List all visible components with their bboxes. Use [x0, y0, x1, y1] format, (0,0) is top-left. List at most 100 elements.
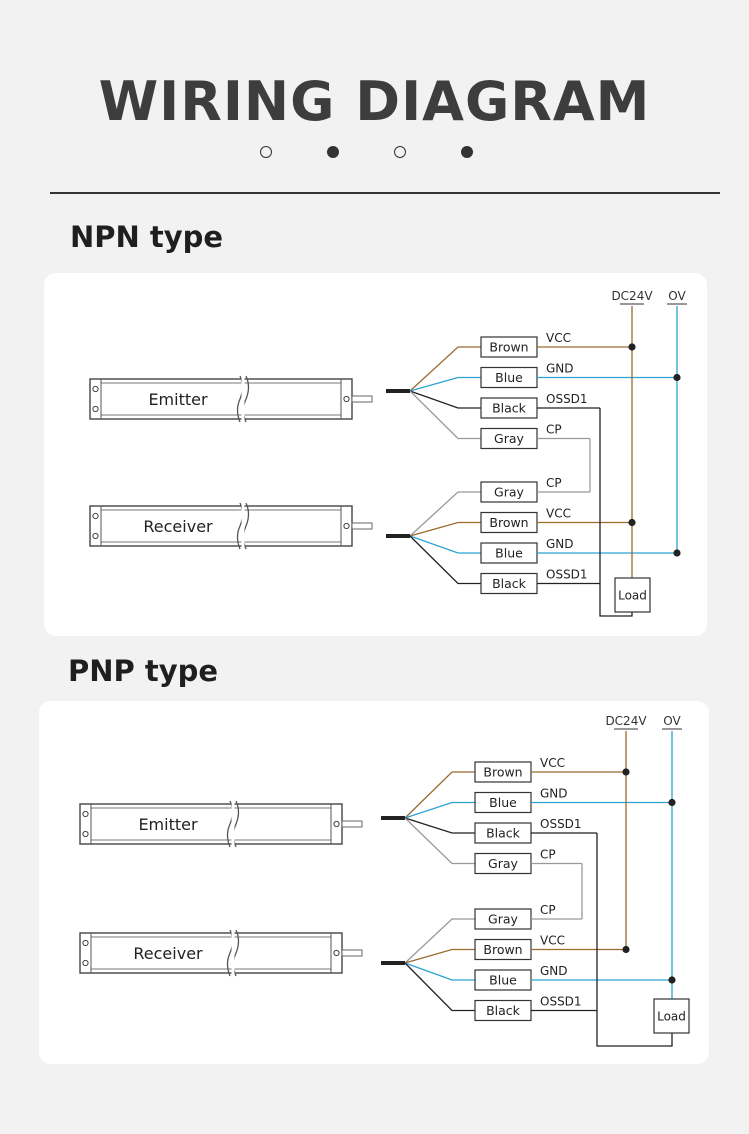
screw-icon — [92, 512, 99, 520]
junction-dot — [628, 343, 636, 351]
screw-icon — [92, 385, 99, 393]
dc24v-label: DC24V — [605, 714, 647, 728]
dot-icon — [260, 146, 272, 158]
receiver-bar-connector — [341, 949, 363, 957]
receiver-signal-label: OSSD1 — [546, 568, 588, 582]
junction-dot — [673, 373, 681, 382]
emitter-gray-wire — [404, 817, 475, 865]
emitter-wire-color-label: Blue — [495, 370, 523, 385]
emitter-wire-color-label: Gray — [494, 431, 524, 446]
junction-dot — [628, 518, 636, 527]
emitter-brown-wire — [404, 771, 475, 819]
emitter-wire-color-label: Black — [492, 401, 527, 416]
emitter-signal-label: GND — [546, 362, 574, 376]
emitter-signal-label: CP — [540, 848, 556, 862]
receiver-bar-label: Receiver — [143, 517, 213, 536]
receiver-wire-color-label: Blue — [495, 546, 523, 561]
receiver-blue-wire — [404, 962, 475, 981]
load-label: Load — [618, 589, 647, 603]
emitter-blue-wire — [404, 801, 475, 819]
emitter-bar-gap — [241, 378, 245, 420]
receiver-gray-wire — [404, 918, 475, 964]
emitter-black-wire — [404, 817, 475, 834]
receiver-brown-wire — [404, 948, 475, 964]
receiver-signal-label: OSSD1 — [540, 995, 582, 1009]
screw-icon — [82, 959, 89, 967]
receiver-black-wire — [404, 962, 475, 1012]
receiver-bar-gap — [241, 505, 245, 547]
load-box — [653, 998, 690, 1034]
emitter-signal-label: VCC — [540, 756, 565, 770]
receiver-wire-color-label: Gray — [488, 912, 518, 927]
screw-icon — [82, 830, 89, 838]
receiver-signal-label: VCC — [546, 507, 571, 521]
receiver-blue-wire — [409, 535, 481, 554]
emitter-signal-label: GND — [540, 787, 568, 801]
screw-icon — [92, 405, 99, 413]
decorative-dots — [0, 146, 749, 162]
receiver-signal-label: CP — [540, 903, 556, 917]
junction-dot — [673, 549, 681, 557]
emitter-gray-wire — [409, 390, 481, 440]
screw-icon — [92, 532, 99, 540]
emitter-wire-color-label: Blue — [489, 795, 517, 810]
receiver-bar: Receiver — [89, 502, 373, 550]
emitter-black-wire — [409, 390, 481, 409]
emitter-signal-label: VCC — [546, 331, 571, 345]
ov-label: OV — [668, 289, 686, 303]
junction-dot — [622, 945, 630, 954]
emitter-brown-wire — [409, 346, 481, 392]
receiver-brown-wire — [409, 521, 481, 537]
emitter-bar-body — [89, 378, 353, 420]
receiver-wire-color-label: Black — [486, 1003, 521, 1018]
ossd-return — [596, 833, 673, 1047]
emitter-wire-color-label: Brown — [489, 340, 528, 355]
load-label: Load — [657, 1010, 686, 1024]
screw-icon — [333, 949, 340, 957]
receiver-wire-color-label: Gray — [494, 485, 524, 500]
screw-icon — [343, 395, 350, 403]
receiver-wire-color-label: Black — [492, 576, 527, 591]
receiver-bar-body — [89, 505, 353, 547]
screw-icon — [343, 522, 350, 530]
emitter-bar-label: Emitter — [138, 815, 198, 834]
emitter-signal-label: CP — [546, 423, 562, 437]
emitter-bar-body — [79, 803, 343, 845]
receiver-gray-wire — [409, 491, 481, 537]
emitter-signal-label: OSSD1 — [546, 392, 588, 406]
header-divider — [50, 192, 720, 194]
ov-label: OV — [663, 714, 681, 728]
receiver-bar-label: Receiver — [133, 944, 203, 963]
emitter-wire-color-label: Brown — [483, 765, 522, 780]
ossd-return — [599, 408, 633, 617]
receiver-signal-label: CP — [546, 476, 562, 490]
junction-dot — [668, 798, 676, 807]
receiver-bar-connector — [351, 522, 373, 530]
receiver-black-wire — [409, 535, 481, 585]
emitter-bar: Emitter — [89, 375, 373, 423]
page-title: WIRING DIAGRAM — [98, 70, 651, 133]
receiver-bar-body — [79, 932, 343, 974]
screw-icon — [82, 939, 89, 947]
emitter-bar-connector — [351, 395, 373, 403]
emitter-bar-label: Emitter — [148, 390, 208, 409]
npn-section-title: NPN type — [70, 220, 224, 254]
screw-icon — [82, 810, 89, 818]
dot-icon — [394, 146, 406, 158]
receiver-wire-color-label: Brown — [489, 515, 528, 530]
receiver-signal-label: GND — [540, 964, 568, 978]
receiver-bar: Receiver — [79, 929, 363, 977]
emitter-wire-color-label: Black — [486, 826, 521, 841]
receiver-bar-gap — [231, 932, 235, 974]
screw-icon — [333, 820, 340, 828]
load-box — [614, 577, 651, 613]
emitter-signal-label: OSSD1 — [540, 817, 582, 831]
receiver-wire-color-label: Blue — [489, 973, 517, 988]
junction-dot — [622, 768, 630, 776]
emitter-blue-wire — [409, 376, 481, 392]
